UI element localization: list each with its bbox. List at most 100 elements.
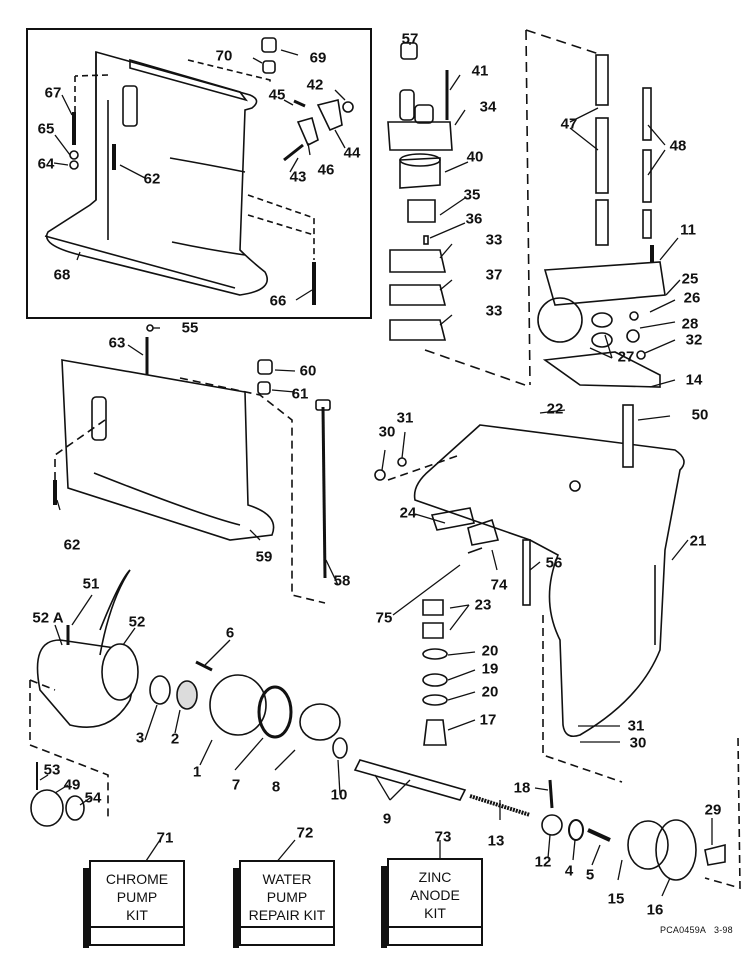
kit-water-pump-repair: WATER PUMP REPAIR KIT: [233, 860, 335, 948]
callout-59: 59: [255, 548, 273, 566]
callout-23: 23: [474, 596, 492, 614]
propeller-assembly: [29, 569, 348, 827]
gearcase: [374, 404, 685, 783]
callout-50: 50: [691, 406, 709, 424]
callout-64: 64: [37, 155, 55, 173]
callout-52A: 52 A: [32, 609, 64, 627]
callout-42: 42: [306, 76, 324, 94]
kit-line-2: ANODE: [410, 887, 460, 903]
callout-16: 16: [646, 901, 664, 919]
callout-71: 71: [156, 829, 174, 847]
callout-8: 8: [271, 778, 281, 796]
callout-43: 43: [289, 168, 307, 186]
callout-30-lower: 30: [629, 734, 647, 752]
callout-47: 47: [560, 115, 578, 133]
callout-35: 35: [463, 186, 481, 204]
callout-13: 13: [487, 832, 505, 850]
revision-date: 3-98: [714, 925, 733, 935]
callout-36: 36: [465, 210, 483, 228]
callout-27: 27: [617, 348, 635, 366]
callout-2: 2: [170, 730, 180, 748]
callout-58: 58: [333, 572, 351, 590]
callout-72: 72: [296, 824, 314, 842]
callout-4: 4: [564, 862, 574, 880]
water-pump-stack: [387, 29, 603, 386]
callout-57: 57: [401, 30, 419, 48]
callout-30-upper: 30: [378, 423, 396, 441]
callout-67: 67: [44, 84, 62, 102]
callout-10: 10: [330, 786, 348, 804]
callout-53: 53: [43, 761, 61, 779]
callout-31-upper: 31: [396, 409, 414, 427]
callout-33-top: 33: [485, 231, 503, 249]
kit-line-3: KIT: [424, 905, 446, 921]
callout-31-lower: 31: [627, 717, 645, 735]
driveshafts: [537, 54, 666, 388]
callout-40: 40: [466, 148, 484, 166]
callout-65: 65: [37, 120, 55, 138]
callout-44: 44: [343, 144, 361, 162]
driveshaft-housing-lower: [53, 324, 331, 604]
callout-73: 73: [434, 828, 452, 846]
kit-chrome-pump: CHROME PUMP KIT: [83, 860, 185, 948]
callout-66: 66: [269, 292, 287, 310]
kit-line-1: ZINC: [418, 869, 452, 885]
kit-zinc-anode: ZINC ANODE KIT: [381, 858, 483, 948]
callout-3: 3: [135, 729, 145, 747]
callout-20-upper: 20: [481, 642, 499, 660]
inset-hardware: [69, 37, 354, 305]
callout-37: 37: [485, 266, 503, 284]
callout-28: 28: [681, 315, 699, 333]
kit-line-1: CHROME: [105, 871, 169, 887]
callout-18: 18: [513, 779, 531, 797]
callout-15: 15: [607, 890, 625, 908]
callout-6: 6: [225, 624, 235, 642]
callout-19: 19: [481, 660, 499, 678]
callout-29: 29: [704, 801, 722, 819]
callout-1: 1: [192, 763, 202, 781]
callout-33-bottom: 33: [485, 302, 503, 320]
callout-45: 45: [268, 86, 286, 104]
callout-14: 14: [685, 371, 703, 389]
callout-17: 17: [479, 711, 497, 729]
callout-9: 9: [382, 810, 392, 828]
kit-line-3: KIT: [126, 907, 148, 923]
callout-75: 75: [375, 609, 393, 627]
callout-68: 68: [53, 266, 71, 284]
callout-24: 24: [399, 504, 417, 522]
callout-25: 25: [681, 270, 699, 288]
callout-46: 46: [317, 161, 335, 179]
callout-62-lower: 62: [63, 536, 81, 554]
callout-52: 52: [128, 613, 146, 631]
callout-62-upper: 62: [143, 170, 161, 188]
callout-60: 60: [299, 362, 317, 380]
callout-74: 74: [490, 576, 508, 594]
callout-11: 11: [680, 221, 696, 239]
inset-frame: [26, 28, 372, 319]
callout-63: 63: [108, 334, 126, 352]
kit-line-2: PUMP: [266, 889, 308, 905]
callout-61: 61: [291, 385, 309, 403]
callout-51: 51: [82, 575, 100, 593]
callout-49: 49: [63, 776, 81, 794]
callout-32: 32: [685, 331, 703, 349]
callout-56: 56: [545, 554, 563, 572]
callout-69: 69: [309, 49, 327, 67]
callout-26: 26: [683, 289, 701, 307]
kit-line-2: PUMP: [116, 889, 158, 905]
callout-5: 5: [585, 866, 595, 884]
callout-21: 21: [689, 532, 707, 550]
callout-7: 7: [231, 776, 241, 794]
kit-line-3: REPAIR KIT: [248, 907, 326, 923]
kit-line-1: WATER: [262, 871, 312, 887]
callout-48: 48: [669, 137, 687, 155]
callout-34: 34: [479, 98, 497, 116]
callout-12: 12: [534, 853, 552, 871]
callout-54: 54: [84, 789, 102, 807]
callout-22: 22: [546, 400, 564, 418]
callout-55: 55: [181, 319, 199, 337]
drawing-code: PCA0459A: [660, 925, 707, 935]
callout-20-lower: 20: [481, 683, 499, 701]
